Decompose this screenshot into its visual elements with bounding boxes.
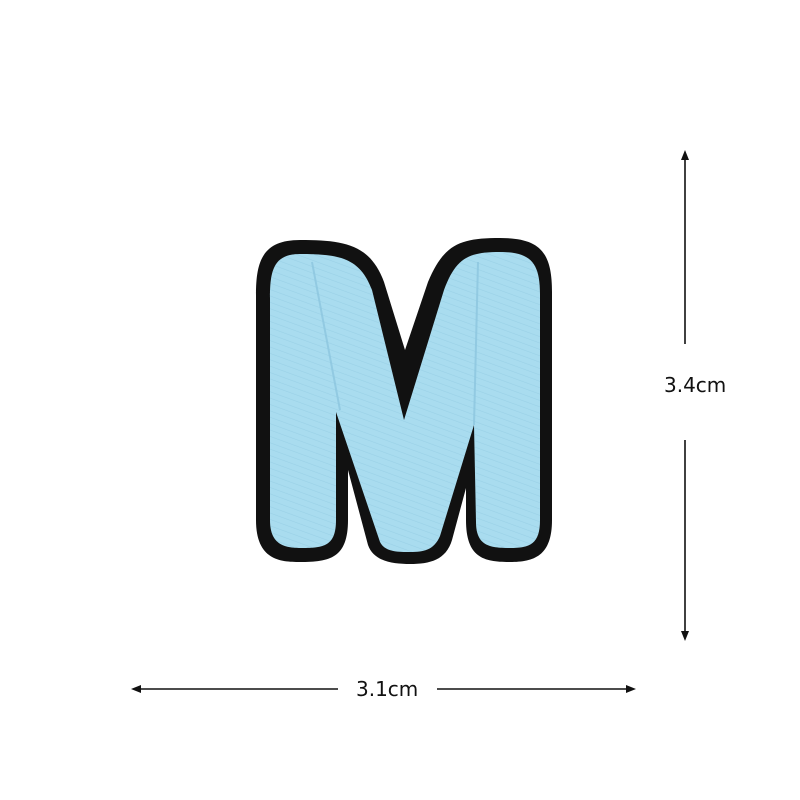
patch-stitch-texture [270, 252, 540, 552]
height-dimension-label: 3.4cm [664, 373, 727, 397]
patch-seam-left [311, 261, 341, 411]
width-dimension-label: 3.1cm [356, 677, 419, 701]
horizontal-double-arrow-icon [131, 685, 636, 693]
letter-m-embroidered-patch-icon [256, 238, 552, 564]
patch-seam-right [473, 261, 479, 426]
vertical-double-arrow-icon [681, 150, 689, 641]
